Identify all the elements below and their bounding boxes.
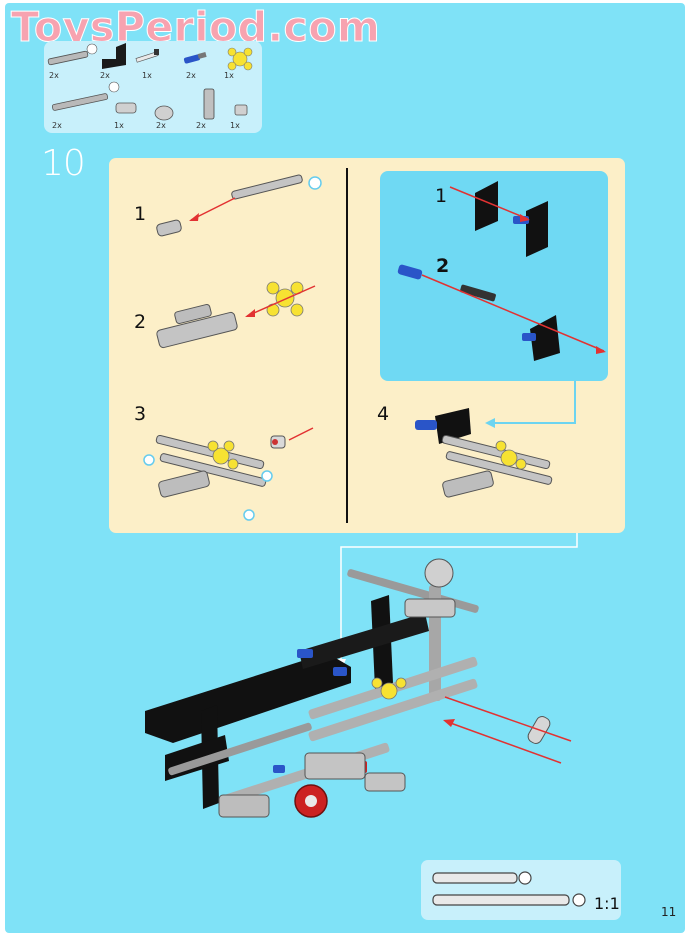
half-bush-part [234, 104, 248, 116]
gray-cross-blocks [218, 752, 406, 818]
blue-pins-assembled [273, 649, 347, 773]
part-qty: 2x [100, 71, 110, 80]
cross-block-part [154, 105, 174, 121]
gray-beam-connector-part [203, 88, 215, 120]
part-qty: 1x [230, 121, 240, 130]
callout-box: 1 2 [380, 171, 608, 381]
part-qty: 2x [49, 71, 59, 80]
left-substeps-drawing [143, 174, 322, 521]
parts-list: 2x 2x 1x 2x 1x 2x 1x 2x 2x 1x [44, 41, 262, 133]
substep-4-diagram [415, 408, 553, 498]
step-number: 10 [41, 143, 86, 184]
parts-list-drawing [47, 43, 253, 121]
substep-label-4: 4 [377, 403, 390, 425]
callout-step-2 [397, 264, 606, 361]
scale-axles-drawing [432, 871, 586, 907]
scale-reference: 1:1 [421, 860, 621, 920]
part-qty: 2x [196, 121, 206, 130]
subassembly-panel: 1 2 3 4 [109, 158, 625, 533]
part-qty: 1x [114, 121, 124, 130]
substep-1-diagram [156, 174, 322, 237]
part-qty: 1x [142, 71, 152, 80]
part-qty: 2x [156, 121, 166, 130]
axle-with-stop-part [135, 49, 159, 63]
yellow-hub-part [227, 47, 253, 71]
callout-label-1: 1 [435, 185, 448, 207]
black-angle-beam-part [102, 43, 126, 69]
callout-step-1 [449, 181, 548, 257]
blue-pin-part [183, 52, 207, 64]
scale-ratio: 1:1 [594, 894, 620, 913]
substep-3-diagram [143, 427, 314, 521]
part-qty: 2x [186, 71, 196, 80]
main-assembly-drawing [145, 533, 578, 818]
panel-divider [346, 168, 348, 523]
substep-label-1: 1 [134, 203, 147, 225]
substep-label-3: 3 [134, 403, 147, 425]
callout-label-2: 2 [436, 255, 450, 277]
page-number: 11 [661, 905, 677, 919]
instruction-page: ToysPeriod.com [5, 3, 685, 933]
gray-bush-connector-part [115, 102, 137, 114]
long-axle-part [47, 43, 98, 66]
medium-axle-part [51, 81, 120, 111]
substep-label-2: 2 [134, 311, 147, 333]
yellow-hub-assembled [371, 677, 407, 700]
substep-4-drawing [415, 381, 576, 498]
substep-2-diagram [156, 281, 316, 349]
callout-drawing [397, 181, 606, 361]
part-qty: 2x [52, 121, 62, 130]
part-qty: 1x [224, 71, 234, 80]
